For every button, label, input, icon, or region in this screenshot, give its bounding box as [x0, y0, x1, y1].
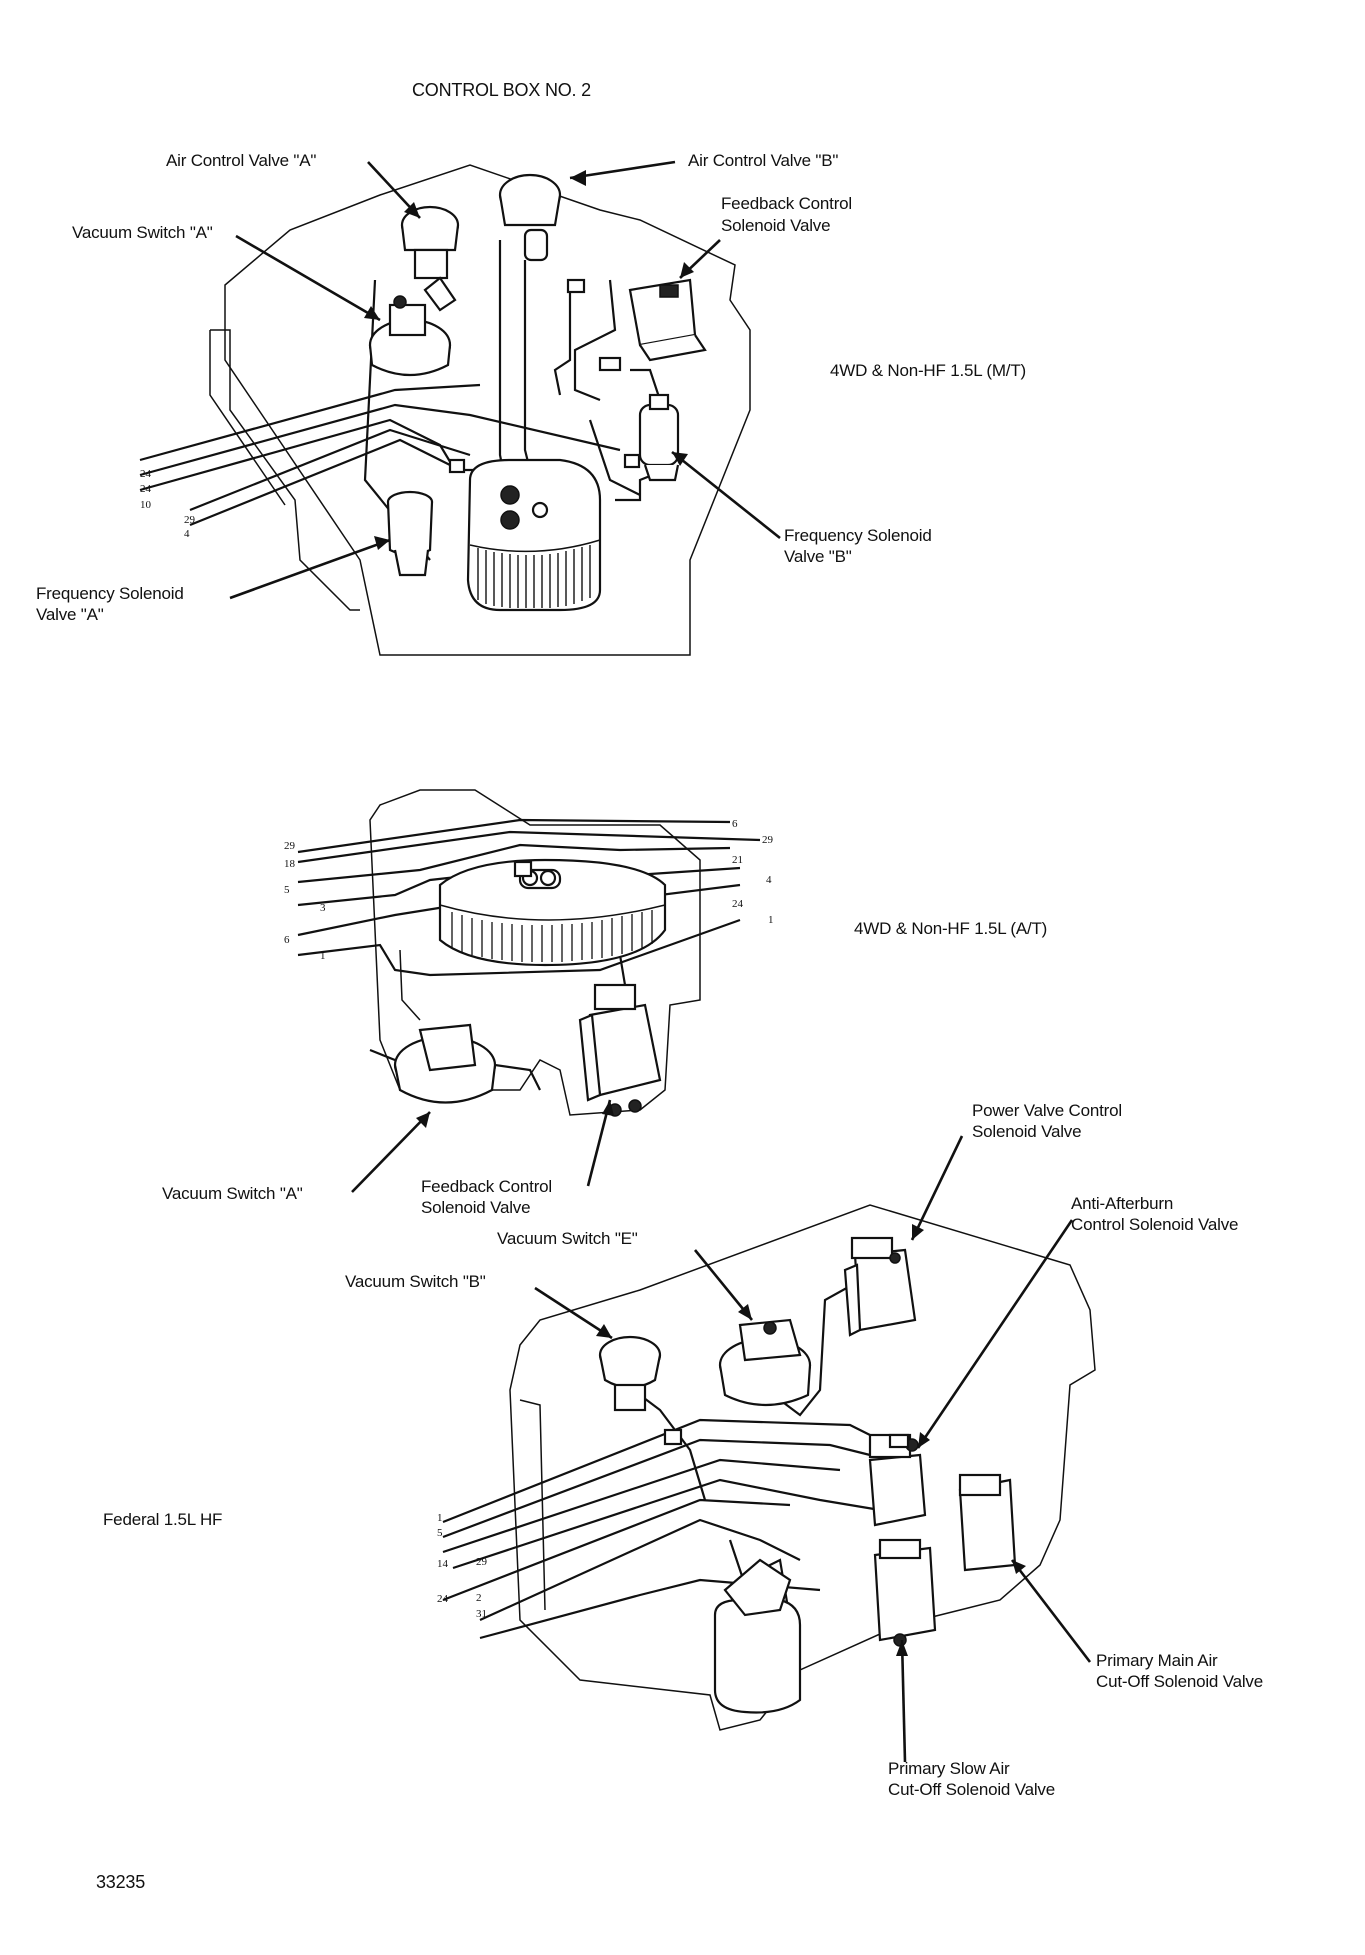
hose-number-at-left: 1: [320, 950, 326, 962]
section-heading-hf: Federal 1.5L HF: [103, 1510, 223, 1529]
label-vacuum-switch-a-at: Vacuum Switch "A": [162, 1184, 303, 1203]
hose-number-hf: 14: [437, 1558, 448, 1570]
hose-number-at-left: 29: [284, 840, 295, 852]
mt-control-box: [139, 160, 781, 656]
label-anti-afterburn-line2: Control Solenoid Valve: [1071, 1215, 1239, 1234]
hose-number-at-right: 21: [732, 854, 743, 866]
label-anti-afterburn-line1: Anti-Afterburn: [1071, 1194, 1174, 1213]
label-power-valve-line2: Solenoid Valve: [972, 1122, 1082, 1141]
label-air-control-valve-a: Air Control Valve "A": [166, 151, 317, 170]
hose-number-hf: 31: [476, 1608, 487, 1620]
hose-number-at-left: 3: [320, 902, 326, 914]
label-frequency-solenoid-b-line1: Frequency Solenoid: [784, 526, 932, 545]
hose-number-mt: 24: [140, 483, 151, 495]
hose-number-at-right: 4: [766, 874, 772, 886]
hose-number-hf: 1: [437, 1512, 443, 1524]
hose-number-mt: 29: [184, 514, 195, 526]
label-frequency-solenoid-a-line1: Frequency Solenoid: [36, 584, 184, 603]
label-frequency-solenoid-b-line2: Valve "B": [784, 547, 852, 566]
hose-number-at-left: 6: [284, 934, 290, 946]
label-primary-main-air-line1: Primary Main Air: [1096, 1651, 1218, 1670]
hose-number-at-left: 18: [284, 858, 295, 870]
hose-number-hf: 5: [437, 1527, 443, 1539]
label-air-control-valve-b: Air Control Valve "B": [688, 151, 839, 170]
label-primary-slow-air-line2: Cut-Off Solenoid Valve: [888, 1780, 1055, 1799]
label-primary-main-air-line2: Cut-Off Solenoid Valve: [1096, 1672, 1263, 1691]
label-power-valve-line1: Power Valve Control: [972, 1101, 1122, 1120]
figure-number: 33235: [96, 1872, 146, 1892]
section-heading-at: 4WD & Non-HF 1.5L (A/T): [854, 919, 1048, 938]
hose-number-at-right: 24: [732, 898, 743, 910]
page-title: CONTROL BOX NO. 2: [412, 80, 591, 100]
hose-number-at-right: 6: [732, 818, 738, 830]
hose-number-at-right: 29: [762, 834, 773, 846]
hose-number-at-right: 1: [768, 914, 774, 926]
label-primary-slow-air-line1: Primary Slow Air: [888, 1759, 1010, 1778]
hf-control-box: [442, 1135, 1096, 1763]
hose-number-at-left: 5: [284, 884, 290, 896]
hose-number-hf: 2: [476, 1592, 482, 1604]
label-vacuum-switch-e: Vacuum Switch "E": [497, 1229, 638, 1248]
section-heading-mt: 4WD & Non-HF 1.5L (M/T): [830, 361, 1026, 380]
label-vacuum-switch-a-mt: Vacuum Switch "A": [72, 223, 213, 242]
hose-number-mt: 4: [184, 528, 190, 540]
hose-number-mt: 10: [140, 499, 151, 511]
label-feedback-control-mt-line2: Solenoid Valve: [721, 216, 831, 235]
label-feedback-control-at-line2: Solenoid Valve: [421, 1198, 531, 1217]
at-control-box: [297, 789, 761, 1193]
label-feedback-control-at-line1: Feedback Control: [421, 1177, 552, 1196]
label-frequency-solenoid-a-line2: Valve "A": [36, 605, 104, 624]
hose-number-hf: 29: [476, 1556, 487, 1568]
label-vacuum-switch-b: Vacuum Switch "B": [345, 1272, 486, 1291]
hose-number-hf: 24: [437, 1593, 448, 1605]
hose-number-mt: 24: [140, 468, 151, 480]
label-feedback-control-mt-line1: Feedback Control: [721, 194, 852, 213]
